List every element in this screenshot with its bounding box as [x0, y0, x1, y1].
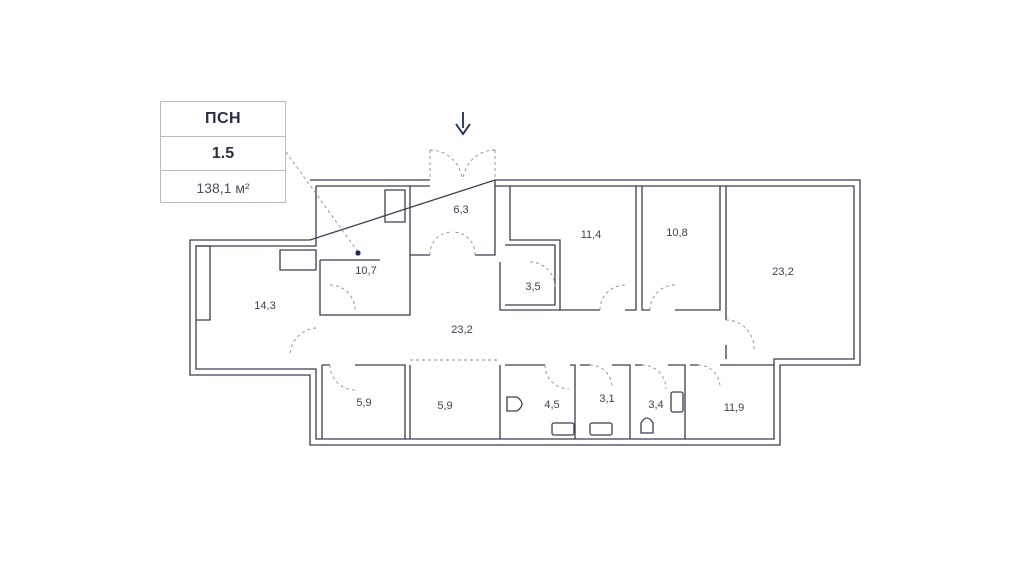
door-office-a [599, 284, 626, 311]
room-area-label: 11,4 [580, 229, 602, 241]
wall-entrance [409, 180, 496, 256]
door-wc-2 [589, 364, 613, 388]
sink-1 [551, 422, 575, 436]
sink-2 [589, 422, 613, 436]
room-area-label: 23,2 [451, 324, 473, 336]
door-left-large [289, 327, 317, 356]
outer-wall-inner [195, 185, 855, 440]
inner-double-door [429, 231, 476, 256]
entrance-door [429, 149, 496, 181]
door-wc-1 [544, 364, 570, 390]
room-area-label: 11,9 [723, 402, 745, 414]
room-area-label: 10,8 [666, 227, 688, 239]
unit-number: 1.5 [161, 136, 285, 170]
sink-3 [670, 391, 684, 413]
unit-area: 138,1 м² [161, 170, 285, 204]
wall-storage [499, 244, 560, 311]
wall-left-large [196, 245, 317, 321]
outer-wall [189, 179, 861, 446]
room-area-label: 5,9 [437, 400, 453, 412]
room-area-label: 6,3 [453, 204, 469, 216]
room-area-label: 5,9 [356, 397, 372, 409]
door-bottom-1 [329, 364, 356, 391]
wall-office-a [509, 186, 637, 311]
unit-type: ПСН [204, 110, 242, 127]
door-left-small [329, 284, 356, 311]
room-area-label: 14,3 [254, 300, 276, 312]
leader-line [285, 151, 359, 253]
room-area-label: 3,5 [525, 281, 541, 293]
room-area-label: 3,1 [599, 393, 615, 405]
door-wc-3 [641, 364, 667, 390]
wall-office-b [641, 186, 721, 311]
room-area-label: 23,2 [772, 266, 794, 278]
door-large-right [725, 319, 755, 351]
unit-card: ПСН 1.5 138,1 м² [160, 101, 286, 203]
arrow-down-icon [455, 112, 471, 136]
toilet-2 [640, 417, 654, 434]
door-bottom-right [697, 364, 721, 388]
toilet-1 [506, 396, 523, 412]
wall-bottom-rooms [321, 364, 774, 439]
location-dot-icon [355, 250, 361, 256]
wall-left-small [319, 189, 411, 316]
room-area-label: 10,7 [355, 265, 377, 277]
room-area-label: 3,4 [648, 399, 664, 411]
door-storage [529, 261, 556, 288]
room-area-label: 4,5 [544, 399, 560, 411]
door-office-b [649, 284, 676, 311]
